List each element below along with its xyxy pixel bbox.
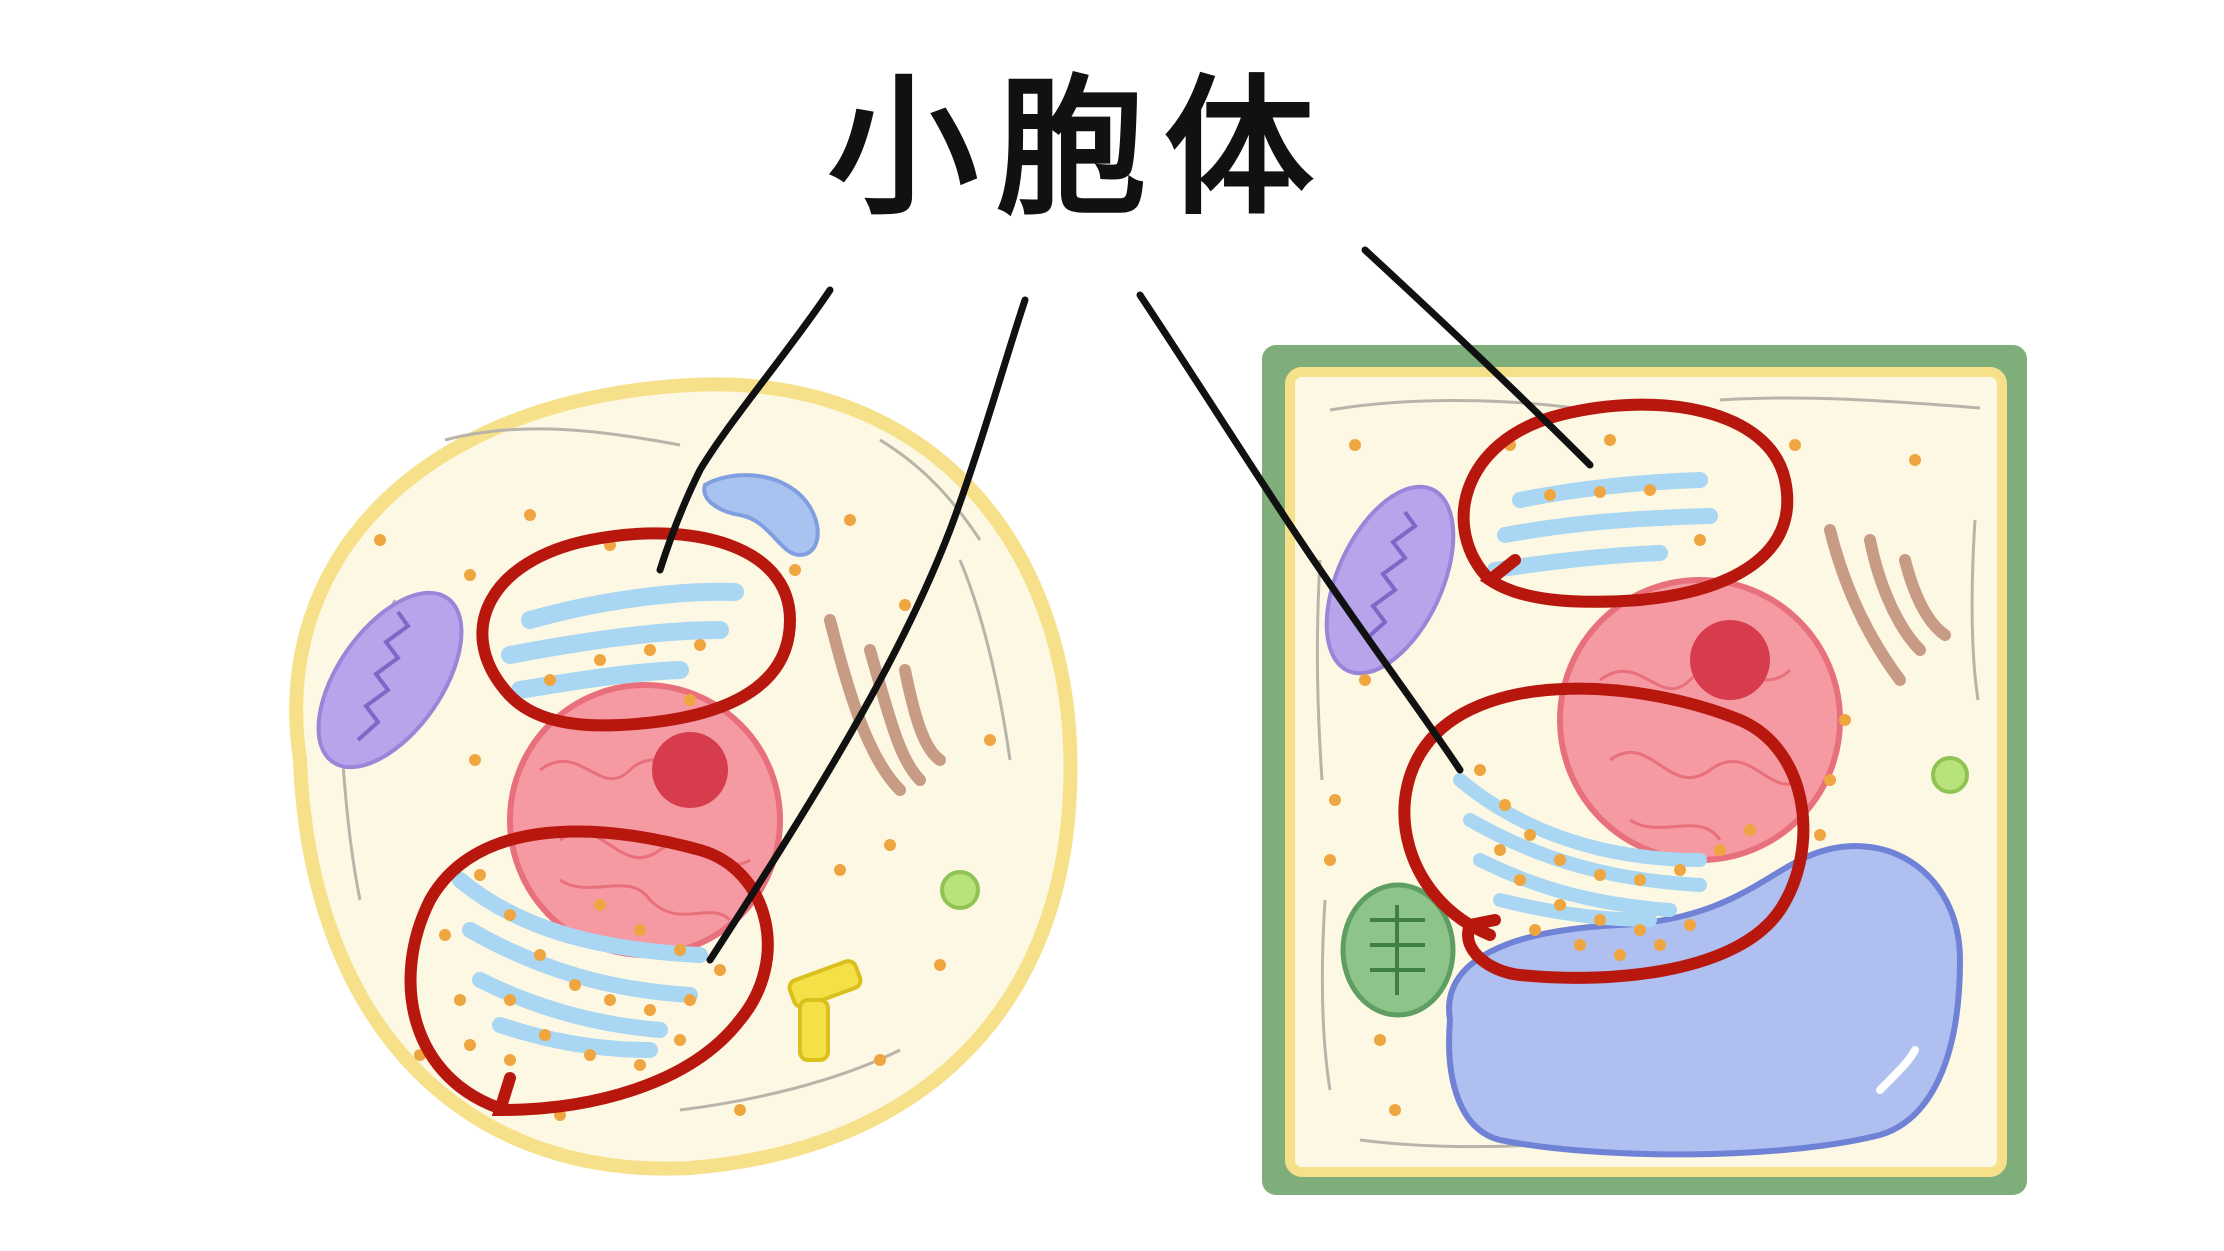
plant-cell <box>1262 345 2027 1195</box>
plant-er-upper-highlight <box>1457 398 1794 608</box>
animal-er-lower <box>452 872 708 1058</box>
plant-nucleolus <box>1690 620 1770 700</box>
pointer-line-animal-er-upper <box>656 286 834 574</box>
animal-er-lower-highlight <box>404 825 774 1117</box>
plant-golgi <box>1824 524 1951 686</box>
animal-ribosomes <box>374 509 996 1121</box>
animal-nucleolus <box>652 732 728 808</box>
animal-nucleus <box>507 682 783 958</box>
plant-er-upper <box>1487 472 1718 578</box>
animal-golgi <box>824 614 946 796</box>
animal-vesicle <box>702 473 820 558</box>
animal-er-upper <box>501 582 744 699</box>
pointer-line-animal-er-lower <box>706 296 1029 964</box>
plant-chloroplast <box>1340 882 1456 1018</box>
animal-mitochondrion <box>316 590 464 770</box>
plant-er-lower-highlight <box>1398 682 1810 984</box>
pointer-line-plant-er-upper <box>1361 246 1594 469</box>
animal-er-upper-highlight <box>476 527 797 732</box>
plant-ribosomes <box>1324 434 1921 1116</box>
vacuole-shine <box>1876 1046 1919 1094</box>
title-label: 小胞体 <box>828 62 1332 236</box>
plant-peroxisome <box>1931 756 1969 794</box>
animal-centriole <box>787 959 863 1062</box>
animal-cell <box>289 377 1078 1176</box>
pointer-lines <box>656 246 1594 964</box>
animal-peroxisome <box>940 870 980 910</box>
plant-er-lower <box>1453 773 1707 927</box>
pointer-line-plant-er-lower <box>1136 291 1464 774</box>
